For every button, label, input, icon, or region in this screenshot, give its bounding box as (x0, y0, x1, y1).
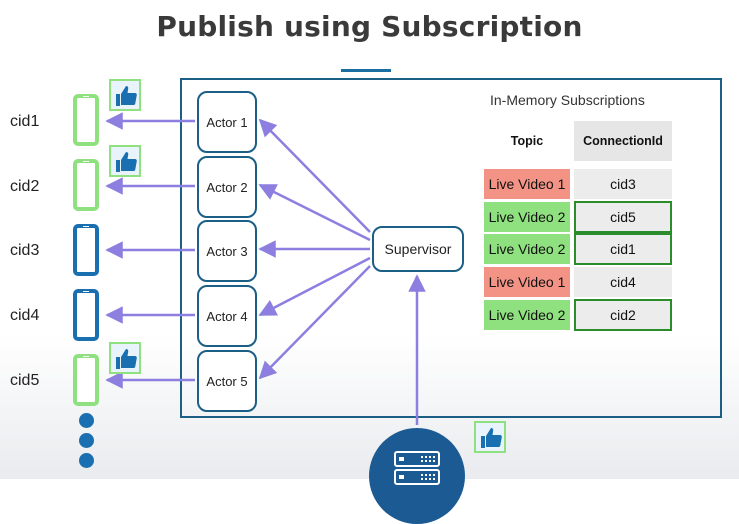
thumbs-up-icon (109, 145, 141, 177)
table-header-connection: ConnectionId (574, 121, 672, 161)
client-label-cid3: cid3 (10, 242, 40, 259)
arrow-supervisor-actor2 (258, 183, 371, 242)
actor-1: Actor 1 (197, 91, 257, 153)
table-cell-connection: cid3 (574, 169, 672, 199)
table-cell-topic: Live Video 2 (484, 202, 570, 232)
actor-4: Actor 4 (197, 285, 257, 347)
server-frame (180, 78, 722, 418)
actor-3: Actor 3 (197, 220, 257, 282)
arrow-supervisor-actor4 (258, 256, 371, 317)
table-cell-connection: cid2 (574, 299, 672, 331)
phone-icon (73, 159, 99, 211)
title-underline (341, 69, 391, 72)
table-cell-topic: Live Video 1 (484, 267, 570, 297)
table-cell-topic: Live Video 2 (484, 234, 570, 264)
subscriptions-title: In-Memory Subscriptions (490, 92, 645, 108)
thumbs-up-icon (109, 342, 141, 374)
table-cell-topic: Live Video 2 (484, 300, 570, 330)
table-header-topic: Topic (510, 134, 544, 148)
client-label-cid2: cid2 (10, 178, 40, 195)
more-dots-icon (79, 413, 94, 428)
arrows-layer (105, 112, 426, 425)
table-cell-connection: cid4 (574, 267, 672, 297)
actor-2: Actor 2 (197, 156, 257, 218)
client-label-cid4: cid4 (10, 307, 40, 324)
phone-icon (73, 289, 99, 341)
thumbs-up-icon (474, 421, 506, 453)
client-label-cid5: cid5 (10, 372, 40, 389)
client-label-cid1: cid1 (10, 113, 40, 130)
page-title: Publish using Subscription (156, 10, 583, 43)
supervisor-node: Supervisor (372, 226, 464, 272)
phone-icon (73, 224, 99, 276)
arrow-supervisor-actor5 (258, 265, 371, 380)
phone-icon (73, 94, 99, 146)
table-cell-connection: cid1 (574, 233, 672, 265)
table-cell-connection: cid5 (574, 201, 672, 233)
actor-5: Actor 5 (197, 350, 257, 412)
thumbs-up-icon (109, 79, 141, 111)
arrow-supervisor-actor1 (258, 118, 371, 233)
phone-icon (73, 354, 99, 406)
more-dots-icon (79, 433, 94, 448)
more-dots-icon (79, 453, 94, 468)
table-cell-topic: Live Video 1 (484, 169, 570, 199)
server-icon (369, 428, 465, 524)
